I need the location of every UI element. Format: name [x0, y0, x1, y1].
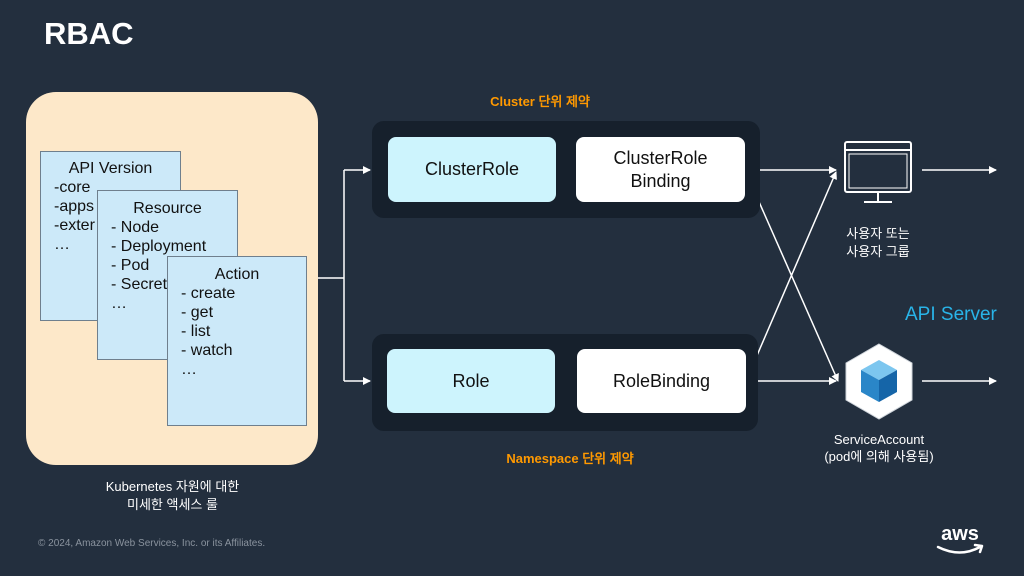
resource-item: - Pod	[111, 257, 150, 274]
aws-smile-icon	[936, 543, 984, 554]
page-title: RBAC	[44, 16, 134, 51]
api-version-item: -core	[54, 179, 91, 196]
clusterrole-label: ClusterRole	[424, 159, 520, 179]
cluster-scope-label: Cluster 단위 제약	[490, 94, 590, 109]
resource-heading: Resource	[133, 200, 202, 217]
api-version-item: …	[54, 236, 70, 253]
service-account-line: (pod에 의해 사용됨)	[824, 449, 934, 464]
namespace-scope-label: Namespace 단위 제약	[506, 451, 634, 466]
aws-logo: aws	[932, 524, 988, 556]
action-card: Action - create - get - list - watch …	[167, 256, 307, 426]
rolebinding-box: RoleBinding	[577, 349, 746, 413]
action-heading: Action	[214, 266, 260, 283]
resource-item: - Secret	[111, 276, 168, 293]
api-version-item: -exter	[54, 217, 95, 234]
clusterrole-box: ClusterRole	[388, 137, 556, 202]
rb-to-user-arrow	[745, 171, 837, 382]
rules-caption-line: Kubernetes 자원에 대한	[105, 479, 240, 494]
service-account-line: ServiceAccount	[833, 432, 925, 447]
clusterrolebinding-label-line2: Binding	[630, 170, 691, 191]
rules-panel-caption: Kubernetes 자원에 대한 미세한 액세스 룰	[60, 478, 285, 514]
action-item: - list	[181, 323, 211, 340]
api-version-item: -apps	[54, 198, 95, 215]
user-group-label: 사용자 또는 사용자 그룹	[818, 225, 938, 261]
api-server-label: API Server	[905, 304, 997, 325]
resource-item: - Deployment	[111, 238, 207, 255]
resource-item: …	[111, 295, 127, 312]
clusterrolebinding-label-line1: ClusterRole	[613, 147, 708, 168]
resource-item: - Node	[111, 219, 160, 236]
clusterrolebinding-box: ClusterRole Binding	[576, 137, 745, 202]
action-item: - create	[181, 285, 236, 302]
action-item: …	[181, 361, 197, 378]
monitor-icon	[844, 141, 912, 203]
copyright-text: © 2024, Amazon Web Services, Inc. or its…	[38, 538, 266, 549]
rolebinding-label: RoleBinding	[612, 370, 711, 391]
user-label-line: 사용자 그룹	[846, 244, 910, 259]
aws-logo-text: aws	[941, 523, 979, 545]
action-item: - get	[181, 304, 214, 321]
cube-hexagon-icon	[845, 343, 913, 420]
role-label: Role	[452, 370, 490, 391]
service-account-label: ServiceAccount (pod에 의해 사용됨)	[800, 431, 958, 465]
rules-caption-line: 미세한 액세스 룰	[127, 497, 218, 512]
user-label-line: 사용자 또는	[846, 226, 910, 241]
api-version-heading: API Version	[68, 160, 153, 177]
role-box: Role	[387, 349, 555, 413]
action-item: - watch	[181, 342, 233, 359]
